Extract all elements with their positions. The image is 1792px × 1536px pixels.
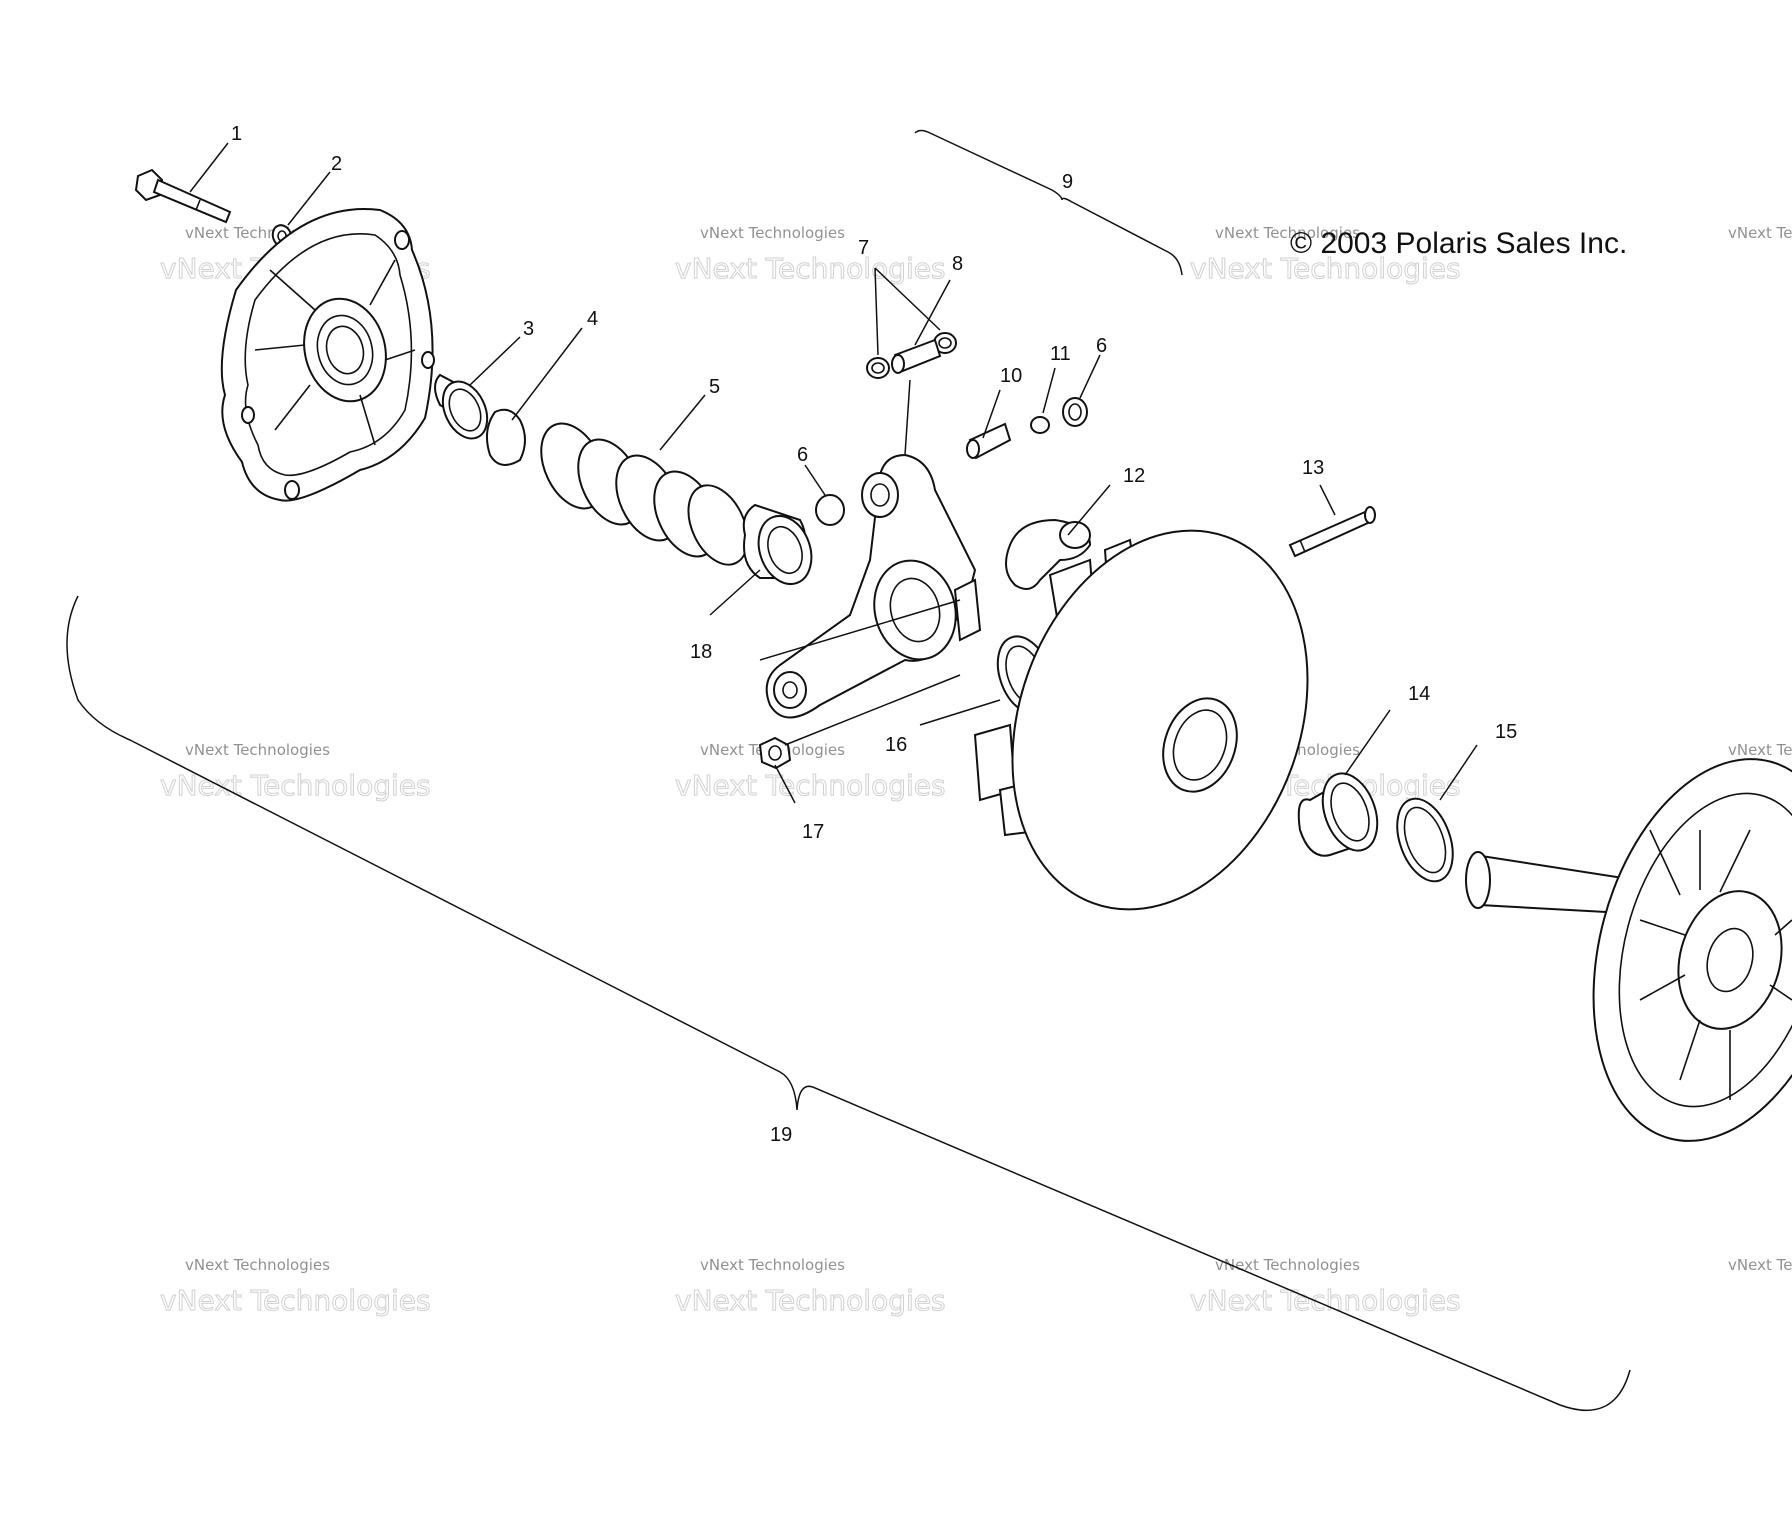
part-6-roller-upper[interactable]	[1062, 397, 1088, 427]
callout-4: 4	[587, 308, 598, 330]
watermark-text: vNext Technologies	[185, 1256, 330, 1274]
callout-18: 18	[690, 641, 712, 663]
watermark-text: vNext Technologies	[185, 741, 330, 759]
part-10-pin[interactable]	[966, 422, 1012, 460]
watermark-text: vNext Technologies	[1728, 741, 1792, 759]
watermark-outline-text: vNext Technologies	[675, 769, 946, 802]
part-15-ring[interactable]	[1387, 791, 1463, 889]
callout-6-lower: 6	[797, 444, 808, 466]
watermark: vNext Technologies vNext Technologies	[1190, 224, 1462, 286]
callout-12: 12	[1123, 465, 1145, 487]
watermark: vNext Technologies	[1728, 1256, 1792, 1274]
part-6-roller-lower[interactable]	[815, 494, 845, 526]
part-14-bushing[interactable]	[1297, 766, 1387, 858]
part-5-spring[interactable]	[529, 413, 760, 574]
fixed-sheave-with-shaft[interactable]	[1465, 731, 1792, 1170]
watermark-outline-text: vNext Technologies	[160, 1284, 431, 1317]
leader-lines	[189, 142, 1478, 804]
watermark: vNext Technologies vNext Technologies	[1190, 1256, 1462, 1318]
callout-5: 5	[709, 376, 720, 398]
callout-6-upper: 6	[1096, 335, 1107, 357]
part-13-pin[interactable]	[1288, 506, 1376, 558]
watermark-outline-text: vNext Technologies	[160, 769, 431, 802]
part-17-nut[interactable]	[758, 736, 792, 770]
watermark-outline-text: vNext Technologies	[675, 1284, 946, 1317]
part-4-snap-ring[interactable]	[485, 408, 526, 466]
callout-9: 9	[1062, 171, 1073, 193]
watermark: vNext Technologies	[1728, 224, 1792, 242]
callout-1: 1	[231, 123, 242, 145]
watermark: vNext Technologies vNext Technologies	[160, 741, 432, 803]
watermark: vNext Technologies vNext Technologies	[160, 1256, 432, 1318]
moveable-sheave[interactable]	[962, 489, 1359, 951]
callout-16: 16	[885, 734, 907, 756]
spider-cover-plate[interactable]	[220, 208, 435, 502]
callout-3: 3	[523, 318, 534, 340]
watermark-grid: vNext Technologies vNext Technologies vN…	[160, 224, 1792, 1318]
watermark-text: vNext Technologies	[700, 1256, 845, 1274]
callout-8: 8	[952, 253, 963, 275]
callout-13: 13	[1302, 457, 1324, 479]
callout-17: 17	[802, 821, 824, 843]
watermark-text: vNext Technologies	[700, 224, 845, 242]
watermark-text: vNext Technologies	[1728, 224, 1792, 242]
part-11-washer[interactable]	[1030, 416, 1050, 434]
callout-10: 10	[1000, 365, 1022, 387]
brace-19	[66, 595, 1631, 1412]
callout-19: 19	[770, 1124, 792, 1146]
watermark-text: vNext Technologies	[1215, 224, 1360, 242]
watermark-outline-text: vNext Technologies	[1190, 1284, 1461, 1317]
part-12-weight-arm[interactable]	[1005, 518, 1092, 590]
copyright-notice: © 2003 Polaris Sales Inc.	[1290, 227, 1627, 260]
callout-labels: 1 2 3 4 5 6 6 7 8 9 10 11 12 13 14 15 16…	[231, 123, 1517, 1146]
spider-assembly[interactable]	[765, 453, 982, 719]
part-8-roller-pin[interactable]	[891, 338, 942, 374]
watermark: vNext Technologies vNext Technologies	[675, 224, 947, 286]
part-3-bushing[interactable]	[434, 373, 496, 445]
callout-15: 15	[1495, 721, 1517, 743]
watermark: vNext Technologies vNext Technologies	[675, 1256, 947, 1318]
part-18-bushing[interactable]	[742, 503, 821, 591]
watermark-outline-text: vNext Technologies	[675, 252, 946, 285]
watermark-outline-text: vNext Technologies	[1190, 252, 1461, 285]
callout-14: 14	[1408, 683, 1430, 705]
callout-2: 2	[331, 153, 342, 175]
part-1-bolt[interactable]	[134, 168, 232, 224]
brace-9	[914, 129, 1183, 276]
callout-7: 7	[858, 237, 869, 259]
callout-11: 11	[1050, 343, 1071, 365]
watermark-text: vNext Technologies	[1215, 1256, 1360, 1274]
watermark-text: vNext Technologies	[1728, 1256, 1792, 1274]
watermark: vNext Technologies	[1728, 741, 1792, 759]
